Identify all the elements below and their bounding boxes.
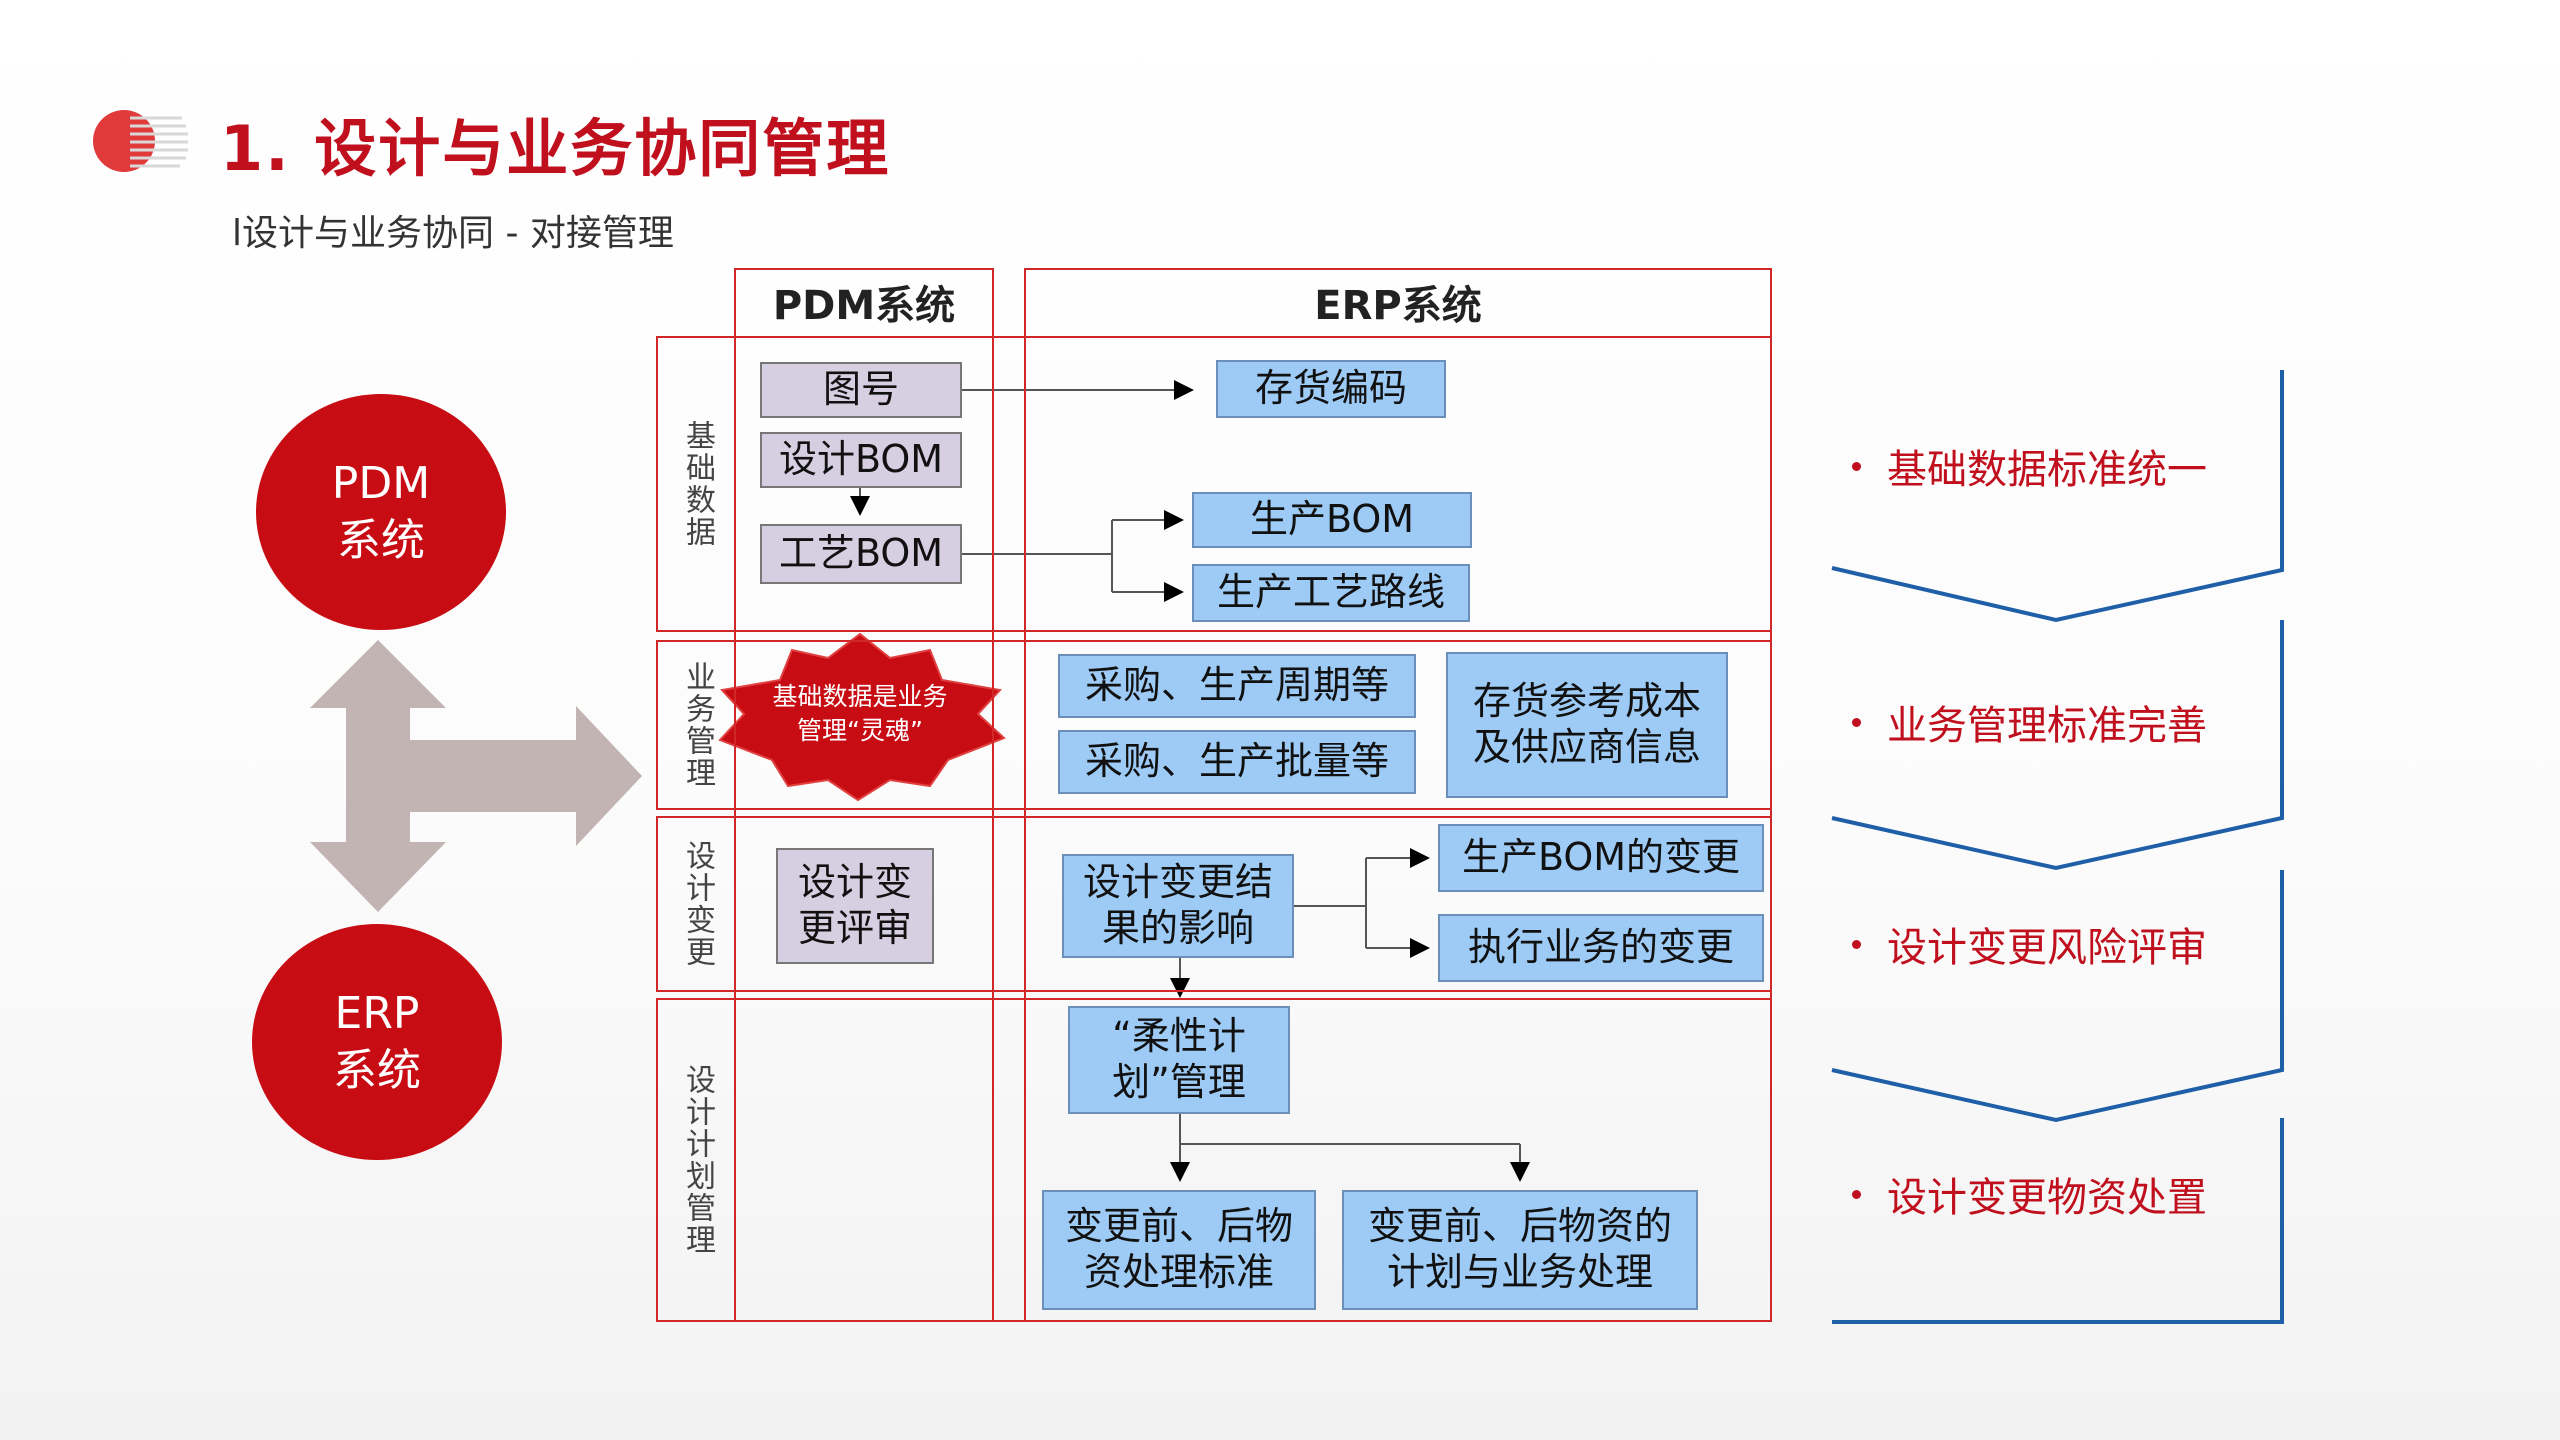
change-impact-line2: 果的影响 [1101, 906, 1254, 950]
change-impact-line1: 设计变更结 [1082, 860, 1273, 905]
production-route-box: 生产工艺路线 [1192, 564, 1470, 622]
material-standard-box: 变更前、后物 资处理标准 [1042, 1190, 1316, 1310]
flexible-plan-box: “柔性计 划”管理 [1068, 1006, 1290, 1114]
erp-circle-line2: 系统 [333, 1045, 421, 1096]
row-frame-plan [656, 998, 1772, 1322]
inventory-code-box: 存货编码 [1216, 360, 1446, 418]
inventory-cost-box: 存货参考成本 及供应商信息 [1446, 652, 1728, 798]
row-label-basic: 基础数据 [680, 420, 715, 548]
process-bom-box: 工艺BOM [760, 524, 962, 584]
bullet-item-3: 设计变更风险评审 [1852, 918, 2207, 971]
row-frame-basic [656, 336, 1772, 632]
bullet-item-1: 基础数据标准统一 [1852, 440, 2207, 493]
pdm-circle-line2: 系统 [337, 515, 425, 566]
bullet-item-2: 业务管理标准完善 [1852, 696, 2207, 749]
row-label-business: 业务管理 [680, 661, 715, 789]
change-review-line2: 更评审 [797, 906, 912, 950]
erp-system-circle: ERP 系统 [252, 924, 502, 1160]
inventory-cost-line2: 及供应商信息 [1472, 725, 1701, 769]
material-standard-line1: 变更前、后物 [1064, 1204, 1293, 1249]
change-impact-box: 设计变更结 果的影响 [1062, 854, 1294, 958]
bullet-dot-icon [1852, 939, 1861, 949]
row-frame-change [656, 816, 1772, 992]
bullet-dot-icon [1852, 461, 1861, 471]
bullet-text-4: 设计变更物资处置 [1887, 1175, 2207, 1221]
material-plan-box: 变更前、后物资的 计划与业务处理 [1342, 1190, 1698, 1310]
page-subtitle: l设计与业务协同 - 对接管理 [232, 213, 674, 254]
purchase-batch-box: 采购、生产批量等 [1058, 730, 1416, 794]
erp-circle-line1: ERP [334, 987, 420, 1039]
pdm-circle-line1: PDM [331, 457, 431, 509]
material-plan-line1: 变更前、后物资的 [1367, 1204, 1672, 1249]
change-review-box: 设计变 更评审 [776, 848, 934, 964]
purchase-cycle-box: 采购、生产周期等 [1058, 654, 1416, 718]
bullet-text-2: 业务管理标准完善 [1887, 703, 2207, 749]
drawing-number-box: 图号 [760, 362, 962, 418]
flexible-plan-line1: “柔性计 [1112, 1014, 1246, 1059]
bullet-text-3: 设计变更风险评审 [1887, 925, 2207, 971]
erp-column-header: ERP系统 [1314, 283, 1482, 329]
material-plan-line2: 计划与业务处理 [1386, 1250, 1653, 1294]
row-frame-business [656, 640, 1772, 810]
flexible-plan-line2: 划”管理 [1112, 1060, 1246, 1104]
pdm-system-circle: PDM 系统 [256, 394, 506, 630]
bullet-dot-icon [1852, 1189, 1861, 1199]
bidirectional-arrow-icon [310, 640, 642, 912]
change-review-line1: 设计变 [797, 860, 912, 905]
logo-icon [90, 108, 190, 174]
starburst-text: 基础数据是业务管理“灵魂” [772, 682, 948, 745]
production-bom-box: 生产BOM [1192, 492, 1472, 548]
bullet-item-4: 设计变更物资处置 [1852, 1168, 2207, 1221]
pdm-column-header: PDM系统 [772, 283, 956, 329]
bullet-dot-icon [1852, 717, 1861, 727]
material-standard-line2: 资处理标准 [1083, 1250, 1274, 1294]
bullet-text-1: 基础数据标准统一 [1887, 447, 2207, 493]
row-label-plan: 设计计划管理 [680, 1064, 715, 1256]
inventory-cost-line1: 存货参考成本 [1472, 679, 1701, 724]
exec-change-box: 执行业务的变更 [1438, 914, 1764, 982]
row-label-change: 设计变更 [680, 840, 715, 968]
bom-change-box: 生产BOM的变更 [1438, 824, 1764, 892]
design-bom-box: 设计BOM [760, 432, 962, 488]
page-title: 1. 设计与业务协同管理 [220, 112, 891, 185]
